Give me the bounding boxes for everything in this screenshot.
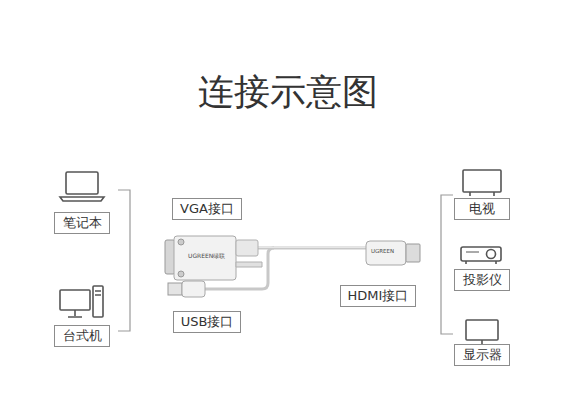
- label-box: VGA接口: [172, 198, 242, 220]
- usb-plug: [168, 281, 205, 297]
- label-text: USB接口: [181, 314, 234, 329]
- laptop-icon: [60, 172, 104, 201]
- logo-text: UGREEN绿联: [188, 253, 225, 259]
- logo-text: UGREEN: [371, 249, 394, 255]
- desktop-icon: [60, 286, 103, 317]
- projector-icon: [461, 247, 501, 264]
- vga-plug: [165, 236, 262, 280]
- label-text: HDMI接口: [348, 288, 409, 303]
- hdmi-plug: [366, 241, 420, 265]
- label-box: 显示器: [454, 344, 510, 366]
- label-box: USB接口: [173, 311, 242, 333]
- diagram-title: 连接示意图: [198, 72, 378, 112]
- label-box: 台式机: [54, 325, 110, 347]
- label-box: 电视: [454, 198, 510, 220]
- label-text: 电视: [469, 201, 495, 216]
- label-box: 投影仪: [454, 269, 510, 291]
- label-text: 投影仪: [463, 272, 502, 287]
- label-text: 台式机: [63, 328, 102, 343]
- monitor-icon: [466, 320, 498, 345]
- label-text: 显示器: [463, 347, 502, 362]
- label-box: 笔记本: [54, 212, 110, 234]
- bracket: [441, 195, 453, 334]
- cable: [258, 247, 366, 248]
- label-text: VGA接口: [180, 201, 234, 216]
- tv-icon: [463, 170, 501, 196]
- bracket: [118, 190, 130, 331]
- label-box: HDMI接口: [340, 285, 417, 307]
- label-text: 笔记本: [63, 215, 102, 230]
